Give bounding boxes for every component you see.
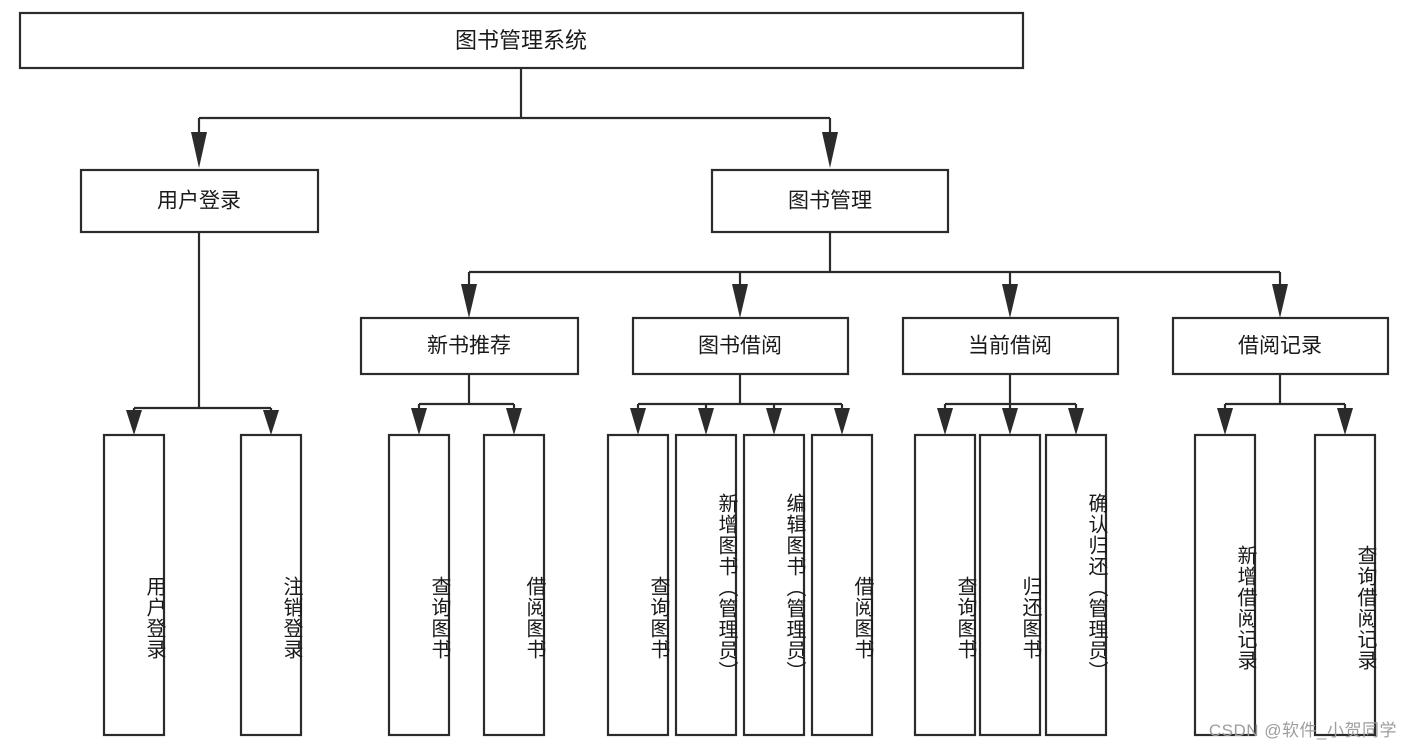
- leaf-box-current-borrow-0[interactable]: [913, 433, 977, 737]
- node-label-new-book-rec: 新书推荐: [427, 335, 511, 358]
- arrow-head-bb-leaf1: [630, 408, 646, 435]
- node-label-borrow-record: 借阅记录: [1238, 335, 1322, 358]
- arrow-head-nb-leaf2: [506, 408, 522, 435]
- leaf-box-book-borrow-0[interactable]: [606, 433, 670, 737]
- arrow-head-bb-leaf4: [834, 408, 850, 435]
- node-label-root: 图书管理系统: [455, 28, 587, 53]
- leaf-box-borrow-record-1[interactable]: [1313, 433, 1377, 737]
- leaf-box-book-borrow-1[interactable]: [674, 433, 738, 737]
- node-box-book-manage[interactable]: [710, 168, 950, 234]
- arrow-head-cb-leaf1: [937, 408, 953, 435]
- leaf-box-new-book-rec-1[interactable]: [482, 433, 546, 737]
- leaf-box-user-login-1[interactable]: [239, 433, 303, 737]
- node-label-current-borrow: 当前借阅: [968, 335, 1052, 358]
- node-box-user-login[interactable]: [79, 168, 320, 234]
- node-box-current-borrow[interactable]: [901, 316, 1120, 376]
- node-label-user-login: 用户登录: [157, 190, 241, 213]
- connector-group: [126, 68, 1353, 435]
- node-box-book-borrow[interactable]: [631, 316, 850, 376]
- leaf-box-new-book-rec-0[interactable]: [387, 433, 451, 737]
- arrow-head-br-leaf2: [1337, 408, 1353, 435]
- node-box-new-book-rec[interactable]: [359, 316, 580, 376]
- arrow-head-newbook: [461, 284, 477, 318]
- leaf-box-user-login-0[interactable]: [102, 433, 166, 737]
- arrow-head-nb-leaf1: [411, 408, 427, 435]
- arrow-head-borrowrecord: [1272, 284, 1288, 318]
- leaf-box-book-borrow-3[interactable]: [810, 433, 874, 737]
- node-label-book-manage: 图书管理: [788, 190, 872, 213]
- node-box-root[interactable]: [18, 11, 1025, 70]
- arrow-head-ul-leaf1: [126, 410, 142, 435]
- arrow-head-cb-leaf3: [1068, 408, 1084, 435]
- leaf-box-current-borrow-2[interactable]: [1044, 433, 1108, 737]
- arrow-head-book-manage: [822, 132, 838, 168]
- arrow-head-ul-leaf2: [263, 410, 279, 435]
- leaf-box-borrow-record-0[interactable]: [1193, 433, 1257, 737]
- arrow-head-cb-leaf2: [1002, 408, 1018, 435]
- node-label-book-borrow: 图书借阅: [698, 335, 782, 358]
- arrow-head-br-leaf1: [1217, 408, 1233, 435]
- arrow-head-currentborrow: [1002, 284, 1018, 318]
- arrow-head-bb-leaf2: [698, 408, 714, 435]
- arrow-head-bookborrow: [732, 284, 748, 318]
- arrow-head-bb-leaf3: [766, 408, 782, 435]
- csdn-watermark: CSDN @软件_小贺同学: [1208, 721, 1397, 740]
- node-box-borrow-record[interactable]: [1171, 316, 1390, 376]
- arrow-head-user-login: [191, 132, 207, 168]
- leaf-box-book-borrow-2[interactable]: [742, 433, 806, 737]
- leaf-box-current-borrow-1[interactable]: [978, 433, 1042, 737]
